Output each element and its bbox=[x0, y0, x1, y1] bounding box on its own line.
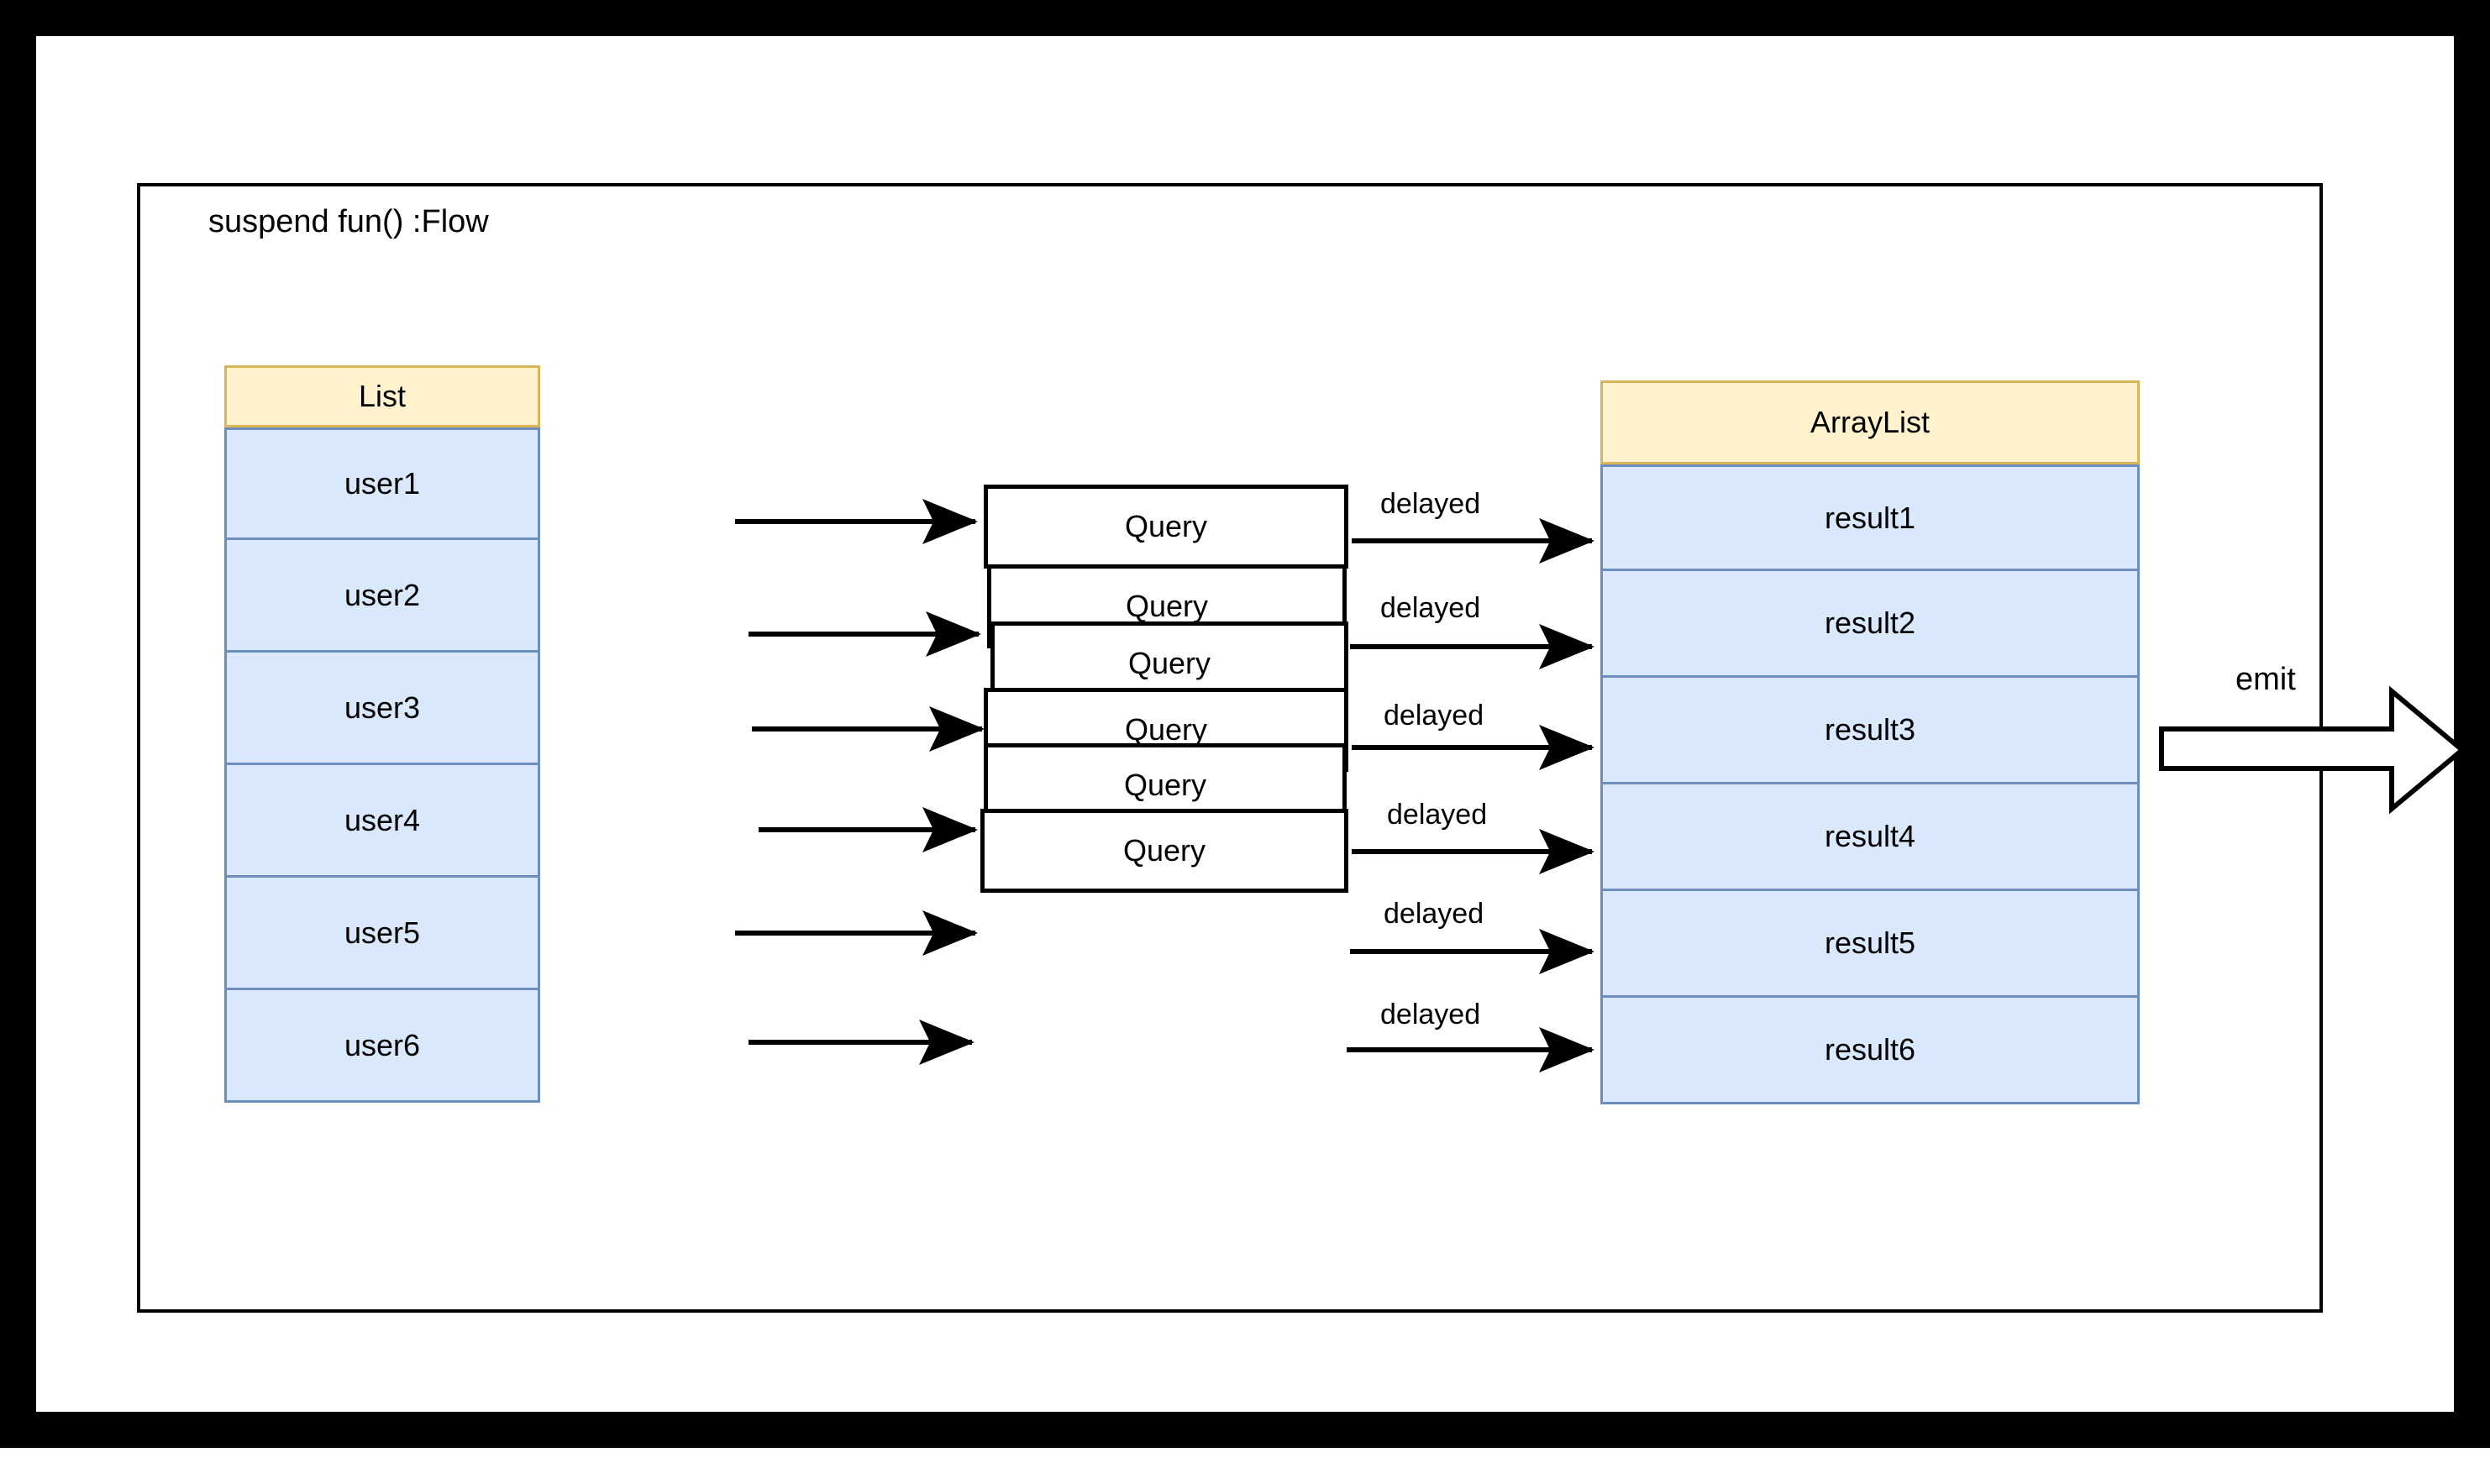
delayed-label-1: delayed bbox=[1380, 488, 1481, 520]
query-box-1[interactable]: Query bbox=[984, 485, 1348, 569]
delayed-label-6: delayed bbox=[1380, 999, 1481, 1030]
function-signature-label: suspend fun() :Flow bbox=[208, 204, 489, 239]
list-row-user2[interactable]: user2 bbox=[224, 540, 540, 653]
arraylist-row-result1[interactable]: result1 bbox=[1600, 464, 2140, 571]
arraylist-row-result4[interactable]: result4 bbox=[1600, 784, 2140, 891]
arraylist-row-result6[interactable]: result6 bbox=[1600, 998, 2140, 1104]
list-table: List user1 user2 user3 user4 user5 user6 bbox=[224, 365, 540, 1103]
delayed-label-4: delayed bbox=[1387, 799, 1488, 831]
arraylist-table-header: ArrayList bbox=[1600, 380, 2140, 464]
delayed-label-5: delayed bbox=[1384, 898, 1484, 930]
outer-frame: suspend fun() :Flow List user1 user2 use… bbox=[0, 0, 2490, 1448]
list-row-user5[interactable]: user5 bbox=[224, 878, 540, 990]
delayed-label-2: delayed bbox=[1380, 592, 1481, 624]
emit-label: emit bbox=[2235, 662, 2296, 697]
list-row-user1[interactable]: user1 bbox=[224, 427, 540, 540]
arraylist-row-result3[interactable]: result3 bbox=[1600, 678, 2140, 784]
arraylist-row-result2[interactable]: result2 bbox=[1600, 571, 2140, 678]
delayed-label-3: delayed bbox=[1384, 700, 1484, 732]
list-row-user3[interactable]: user3 bbox=[224, 653, 540, 765]
list-row-user4[interactable]: user4 bbox=[224, 765, 540, 878]
query-box-6[interactable]: Query bbox=[980, 809, 1348, 893]
list-row-user6[interactable]: user6 bbox=[224, 990, 540, 1103]
arraylist-table: ArrayList result1 result2 result3 result… bbox=[1600, 380, 2140, 1104]
list-table-header: List bbox=[224, 365, 540, 427]
diagram-page: suspend fun() :Flow List user1 user2 use… bbox=[36, 36, 2466, 1412]
arraylist-row-result5[interactable]: result5 bbox=[1600, 891, 2140, 998]
